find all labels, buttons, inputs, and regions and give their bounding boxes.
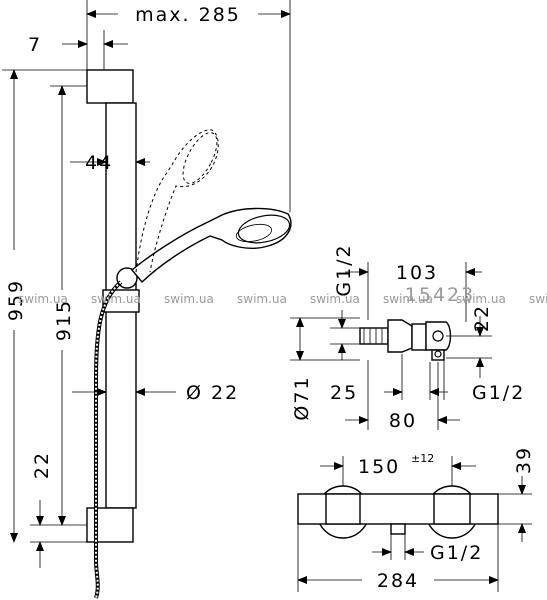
dim-g12-bottom: G1/2 bbox=[372, 534, 483, 564]
label-7: 7 bbox=[28, 34, 42, 56]
label-284: 284 bbox=[377, 570, 419, 592]
label-g12-top: G1/2 bbox=[333, 243, 355, 296]
dim-959: 959 bbox=[2, 69, 87, 543]
part-code: 15423 bbox=[405, 284, 475, 306]
dim-g12-top: G1/2 bbox=[330, 243, 360, 360]
watermark-8: swim.ua bbox=[529, 292, 547, 306]
dim-39: 39 bbox=[498, 446, 535, 542]
dim-dia-22: Ø 22 bbox=[72, 382, 239, 404]
dim-284: 284 bbox=[297, 524, 499, 592]
rail-bottom-bracket bbox=[86, 507, 134, 543]
dim-103: 103 bbox=[345, 262, 482, 322]
label-max-285: max. 285 bbox=[135, 4, 241, 26]
handshower-holder bbox=[116, 267, 138, 289]
label-103: 103 bbox=[396, 262, 438, 284]
dim-7: 7 bbox=[28, 30, 128, 70]
shower-hose bbox=[94, 280, 123, 599]
label-150: 150 bbox=[358, 456, 400, 478]
thermostat-side-view bbox=[359, 319, 452, 361]
label-g12-right: G1/2 bbox=[472, 382, 525, 404]
watermark-2: swim.ua bbox=[91, 292, 141, 306]
label-44: 44 bbox=[85, 152, 113, 174]
hand-shower-alt-position bbox=[135, 129, 219, 273]
hand-shower bbox=[131, 207, 292, 284]
dim-150: 150 ±12 bbox=[320, 452, 476, 486]
dim-44: 44 bbox=[70, 152, 150, 174]
rail-top-bracket bbox=[86, 69, 134, 104]
label-22-left: 22 bbox=[31, 451, 53, 479]
label-25: 25 bbox=[330, 382, 358, 404]
label-g12-bottom: G1/2 bbox=[430, 542, 483, 564]
dim-22-left: 22 bbox=[30, 451, 87, 568]
watermark-4: swim.ua bbox=[237, 292, 287, 306]
label-22-right: 22 bbox=[471, 304, 493, 332]
outlet bbox=[390, 523, 406, 535]
label-39: 39 bbox=[513, 446, 535, 474]
label-150-tolerance: ±12 bbox=[411, 452, 434, 465]
dim-80: 80 bbox=[345, 360, 460, 432]
watermark-row: swim.ua swim.ua swim.ua swim.ua swim.ua … bbox=[18, 292, 547, 306]
label-915: 915 bbox=[53, 299, 75, 341]
thermostat-front-view bbox=[297, 485, 499, 539]
dim-max-285: max. 285 bbox=[86, 0, 291, 212]
label-80: 80 bbox=[389, 410, 417, 432]
dim-dia-71: Ø71 bbox=[290, 317, 360, 421]
label-dia-22: Ø 22 bbox=[186, 382, 239, 404]
dim-g12-right: G1/2 bbox=[443, 360, 525, 404]
watermark-6: swim.ua bbox=[383, 292, 433, 306]
label-dia-71: Ø71 bbox=[291, 375, 313, 420]
watermark-7: swim.ua bbox=[456, 292, 506, 306]
label-959: 959 bbox=[5, 279, 27, 321]
dim-22-right: 22 bbox=[446, 304, 493, 378]
watermark-5: swim.ua bbox=[310, 292, 360, 306]
dim-25: 25 bbox=[330, 354, 448, 404]
watermark-1: swim.ua bbox=[18, 292, 68, 306]
dim-915: 915 bbox=[50, 85, 87, 526]
watermark-3: swim.ua bbox=[164, 292, 214, 306]
